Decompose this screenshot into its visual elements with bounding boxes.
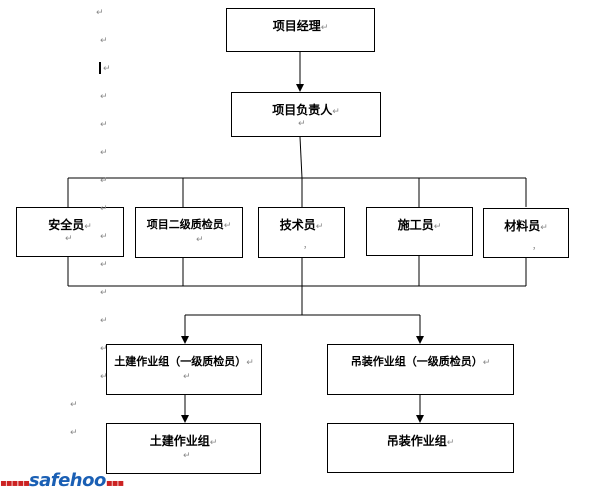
comma-mark: ， <box>303 241 313 251</box>
node-label: 项目经理 <box>272 19 321 33</box>
node-project-leader: 项目负责人↵ ↵ <box>231 92 381 137</box>
margin-paragraph-mark: ↵ <box>103 64 111 74</box>
node-project-manager: 项目经理↵ <box>226 8 375 52</box>
node-hoist-group: 吊装作业组↵ <box>327 423 514 473</box>
margin-paragraph-mark: ↵ <box>100 120 108 130</box>
margin-paragraph-mark: ↵ <box>100 232 108 242</box>
margin-paragraph-mark: ↵ <box>100 316 108 326</box>
margin-paragraph-mark: ↵ <box>70 428 78 438</box>
node-label: 施工员 <box>397 218 434 232</box>
paragraph-mark: ↵ <box>433 222 442 232</box>
paragraph-mark: ↵ <box>320 23 329 33</box>
paragraph-mark: ↵ <box>209 438 218 448</box>
margin-paragraph-mark: ↵ <box>100 204 108 214</box>
paragraph-mark: ↵ <box>298 119 306 129</box>
margin-paragraph-mark: ↵ <box>100 260 108 270</box>
node-civil-group: 土建作业组↵ ↵ <box>106 423 261 474</box>
paragraph-mark: ↵ <box>223 221 232 231</box>
paragraph-mark: ↵ <box>196 235 204 245</box>
line-leader-down <box>299 136 303 179</box>
text-cursor <box>99 62 101 74</box>
watermark-dots-right: ▪▪▪ <box>105 478 124 489</box>
paragraph-mark: ↵ <box>246 358 254 368</box>
node-label: 吊装作业组 <box>386 434 447 448</box>
node-label: 土建作业组（一级质检员） <box>114 355 247 368</box>
node-label: 项目负责人 <box>272 103 333 117</box>
margin-paragraph-mark: ↵ <box>100 176 108 186</box>
paragraph-mark: ↵ <box>183 372 191 382</box>
node-label: 材料员 <box>504 219 541 233</box>
margin-paragraph-mark: ↵ <box>96 8 104 18</box>
node-qc-inspector-level2: 项目二级质检员↵ ↵ <box>135 207 243 258</box>
margin-paragraph-mark: ↵ <box>100 372 108 382</box>
node-technician: 技术员↵ ， <box>258 207 345 258</box>
watermark-logo: ▪▪▪▪▪safehoo▪▪▪ <box>0 470 130 494</box>
node-label: 安全员 <box>48 218 85 232</box>
comma-mark: ， <box>532 242 542 252</box>
margin-paragraph-mark: ↵ <box>100 288 108 298</box>
margin-paragraph-mark: ↵ <box>100 344 108 354</box>
margin-paragraph-mark: ↵ <box>100 92 108 102</box>
margin-paragraph-mark: ↵ <box>100 36 108 46</box>
node-label: 项目二级质检员 <box>146 218 224 231</box>
paragraph-mark: ↵ <box>482 358 491 368</box>
node-constructor: 施工员↵ <box>366 207 473 256</box>
node-label: 技术员 <box>279 218 316 232</box>
watermark-word: safehoo <box>28 470 106 491</box>
paragraph-mark: ↵ <box>183 451 191 461</box>
margin-paragraph-mark: ↵ <box>70 400 78 410</box>
paragraph-mark: ↵ <box>84 222 92 232</box>
node-material-officer: 材料员↵ ， <box>483 208 569 258</box>
paragraph-mark: ↵ <box>446 438 455 448</box>
node-hoist-group-qc1: 吊装作业组（一级质检员）↵ <box>327 344 514 395</box>
node-safety-officer: 安全员↵ ↵ <box>16 207 124 257</box>
node-civil-group-qc1: 土建作业组（一级质检员）↵ ↵ <box>106 344 262 395</box>
paragraph-mark: ↵ <box>315 222 324 232</box>
paragraph-mark: ↵ <box>332 107 340 117</box>
paragraph-mark: ↵ <box>540 223 548 233</box>
node-label: 土建作业组 <box>149 434 210 448</box>
watermark-dots-left: ▪▪▪▪▪ <box>0 478 30 489</box>
margin-paragraph-mark: ↵ <box>100 148 108 158</box>
node-label: 吊装作业组（一级质检员） <box>350 355 483 368</box>
paragraph-mark: ↵ <box>65 234 73 244</box>
